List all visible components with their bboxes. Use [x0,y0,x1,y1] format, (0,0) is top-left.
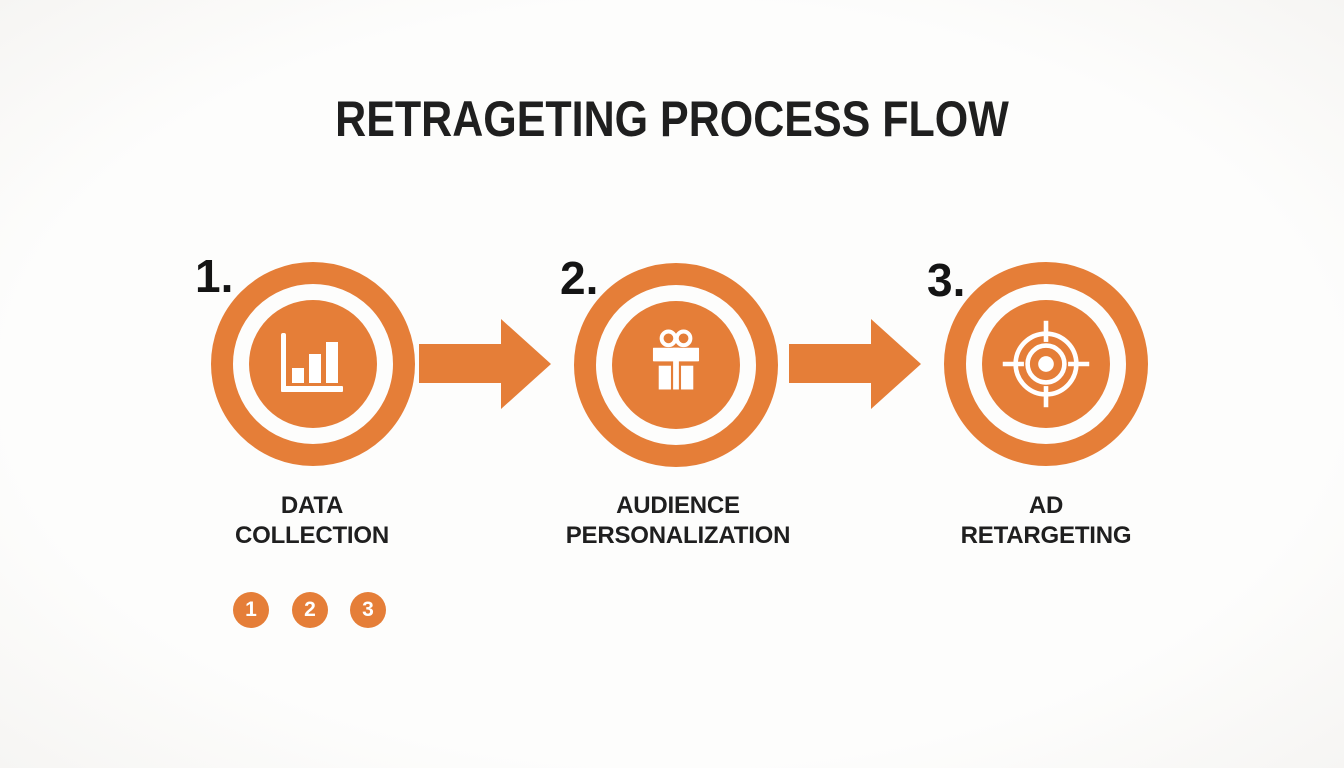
step-1-label: DATA COLLECTION [142,491,482,551]
page-title: RETRAGETING PROCESS FLOW [335,91,1009,147]
badge-3: 3 [350,592,386,628]
step-2-number: 2. [560,252,599,304]
arrow-right-icon [789,319,921,409]
arrow-right-icon [419,319,551,409]
badge-2: 2 [292,592,328,628]
step-1-number: 1. [195,250,234,302]
step-3-number: 3. [927,254,966,306]
step-3-circle [944,262,1148,466]
target-icon [1000,318,1092,410]
badge-1: 1 [233,592,269,628]
step-1-label-line-2: COLLECTION [235,522,389,549]
step-3-circle-inner [982,300,1110,428]
step-3-label: AD RETARGETING [876,491,1216,551]
step-3-label-line-1: AD [1028,492,1064,519]
bar-chart-icon [281,333,345,395]
step-2-circle [574,263,778,467]
step-1-circle-inner [249,300,377,428]
step-2-label-line-1: AUDIENCE [616,492,740,519]
step-1-circle [211,262,415,466]
step-1-label-line-1: DATA [280,492,344,519]
step-2-circle-inner [612,301,740,429]
step-2-label: AUDIENCE PERSONALIZATION [508,491,848,551]
step-3-label-line-2: RETARGETING [960,522,1132,549]
step-2-label-line-2: PERSONALIZATION [565,522,791,549]
gift-icon [640,328,712,402]
